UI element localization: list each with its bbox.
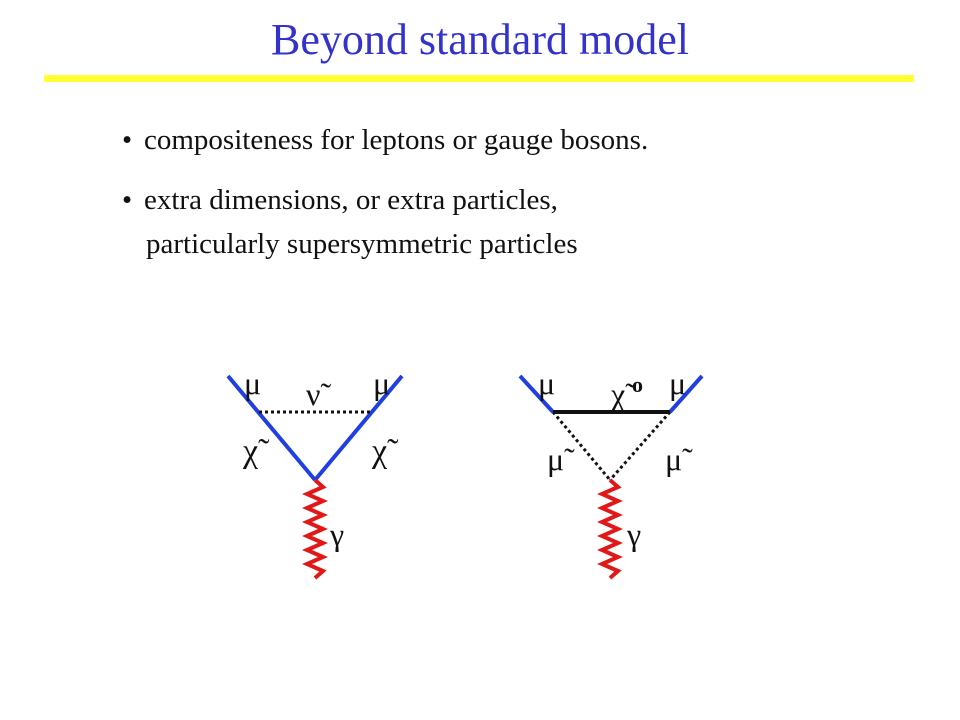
bullet-text: compositeness for leptons or gauge boson… xyxy=(144,124,649,156)
bullet-item: • compositeness for leptons or gauge boso… xyxy=(122,118,648,162)
label-sneutrino: ν̃ xyxy=(306,376,331,412)
fermion-line-right xyxy=(313,374,404,482)
bullet-continuation: particularly supersymmetric particles xyxy=(122,222,648,266)
photon-wavy-line xyxy=(597,478,623,580)
label-mu-right: μ xyxy=(373,365,390,401)
fermion-line-right xyxy=(668,374,704,414)
label-chargino-right: χ̃ xyxy=(371,433,399,470)
label-mu-right: μ xyxy=(669,365,686,401)
fermion-line-left xyxy=(226,374,317,482)
bullet-item: • extra dimensions, or extra particles, xyxy=(122,178,648,222)
label-mu-left: μ xyxy=(244,365,261,401)
fermion-line-left xyxy=(518,374,555,414)
label-chargino-left: χ̃ xyxy=(242,433,270,470)
page-title: Beyond standard model xyxy=(271,15,689,64)
bullet-dot-icon: • xyxy=(122,184,133,216)
bullet-dot-icon: • xyxy=(122,124,133,156)
feynman-diagram-neutralino: μ μ χ̃ o μ̃ μ̃ γ xyxy=(518,365,704,580)
bullet-text: particularly supersymmetric particles xyxy=(146,228,578,260)
bullet-list: • compositeness for leptons or gauge boso… xyxy=(122,118,648,266)
smuon-dotted-left xyxy=(551,411,612,481)
label-neutralino-super: o xyxy=(632,372,643,397)
label-smuon-right: μ̃ xyxy=(665,441,693,477)
photon-wavy-line xyxy=(302,478,328,580)
smuon-dotted-right xyxy=(608,411,672,481)
label-mu-left: μ xyxy=(538,365,555,401)
label-photon: γ xyxy=(626,516,641,552)
label-smuon-left: μ̃ xyxy=(547,441,575,477)
title-underline xyxy=(44,75,914,82)
feynman-diagram-sneutrino: μ μ ν̃ χ̃ χ̃ γ xyxy=(226,365,404,580)
label-photon: γ xyxy=(329,516,344,552)
bullet-text: extra dimensions, or extra particles, xyxy=(144,184,558,216)
